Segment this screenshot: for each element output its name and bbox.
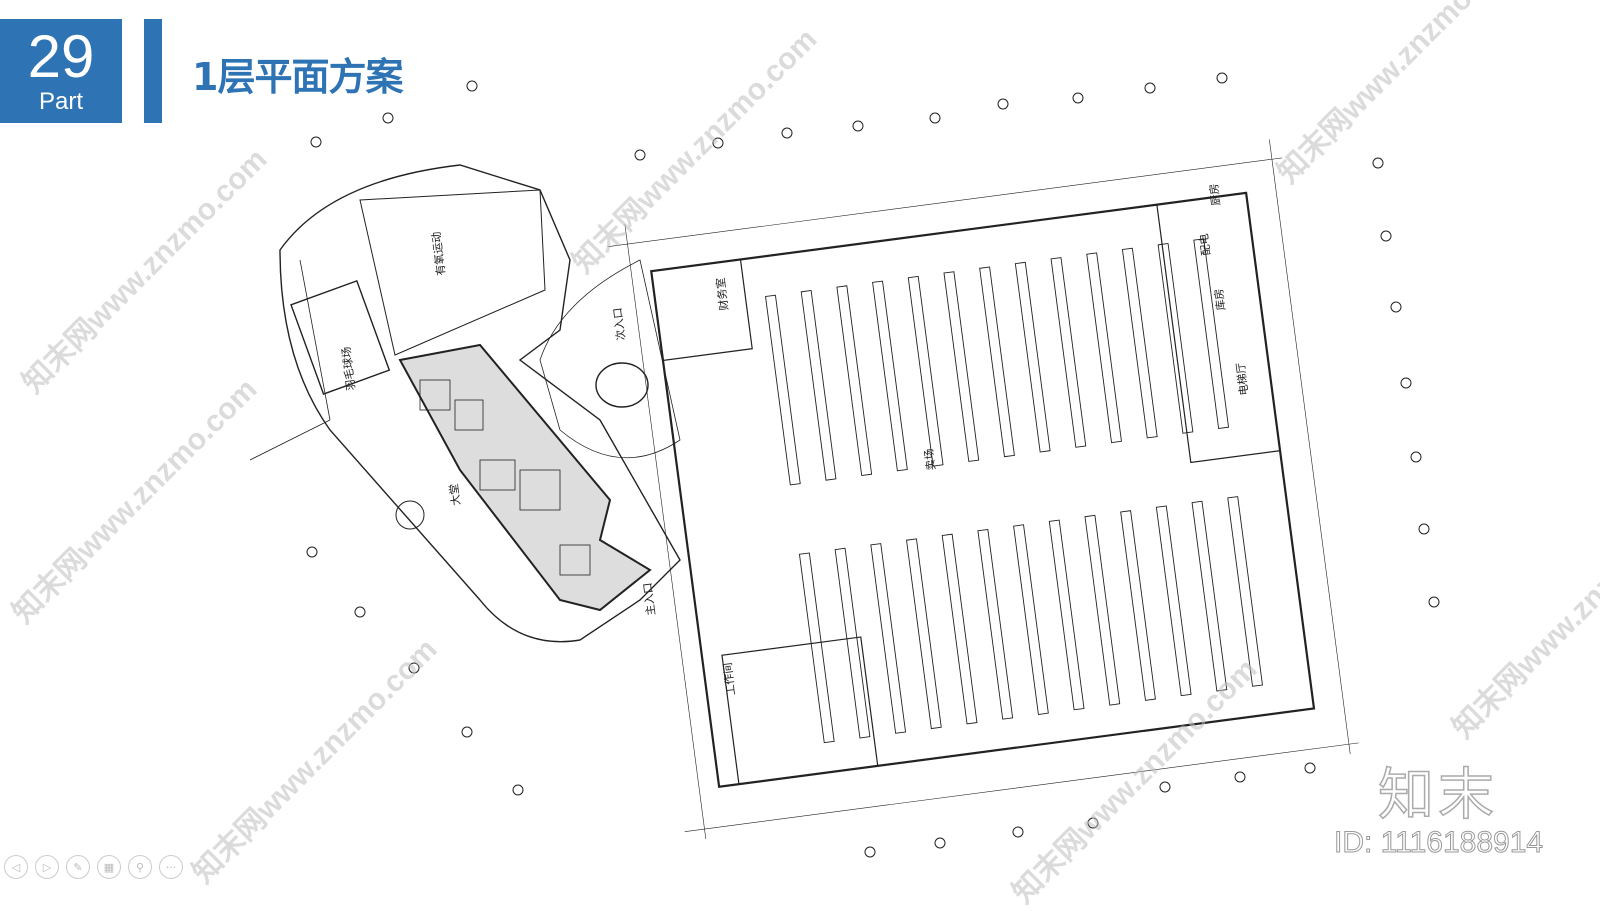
core [398,343,652,612]
grid-axis-bubble [382,112,394,124]
pen-tool-button[interactable]: ✎ [66,855,90,879]
shelf [1155,505,1192,697]
shelf [906,538,942,730]
shelf [1157,243,1194,434]
shelf [943,271,980,462]
slideshow-controls: ◁ ▷ ✎ ▦ ⚲ ··· [4,855,183,879]
shelf [1084,514,1121,706]
part-number: 29 [27,23,95,90]
fitness-wing-outline [279,164,681,643]
label-finance: 财务室 [713,277,731,311]
shelf [977,528,1014,720]
shelf [1048,519,1085,711]
grid-axis-bubble [1390,301,1402,313]
grid-axis-bubble [306,546,318,558]
shelf [800,290,837,481]
shelf [1014,261,1051,453]
shelf [979,266,1015,458]
previous-slide-button[interactable]: ◁ [4,855,28,879]
label-sales-floor: 卖场 [921,448,938,472]
shelf [765,294,801,486]
label-kitchen: 厨房 [1207,183,1223,206]
shelf [907,275,944,467]
shelf [836,285,873,476]
grid-axis-bubble [1418,523,1430,535]
grid-axis-bubble [466,80,478,92]
shelf [1193,238,1230,430]
part-label: Part [38,88,83,115]
grid-axis-bubble [461,726,473,738]
grid-axis-bubble [1400,377,1412,389]
grid-axis-bubble [1428,596,1440,608]
shelf [872,280,908,472]
grid-axis-bubble [1234,771,1246,783]
next-slide-button[interactable]: ▷ [35,855,59,879]
slide-title: 1层平面方案 [192,55,403,99]
shelf [870,543,907,734]
shelf [941,533,978,725]
grid-axis-bubble [1159,781,1171,793]
slide-overview-button[interactable]: ▦ [97,855,121,879]
grid-axis-bubble [354,606,366,618]
shelf [1121,247,1158,439]
shelf [1227,496,1263,687]
label-lobby: 大堂 [446,483,463,507]
shelf [1120,510,1156,701]
label-storage: 库房 [1212,288,1228,311]
grid-axis-bubble [1087,817,1099,829]
shelf [798,552,835,744]
title-accent-bar [144,19,162,123]
grid-axis-bubble [852,120,864,132]
part-badge: 29 Part [0,19,122,123]
shelf [834,547,871,739]
badminton-court [290,279,391,395]
label-side-entrance: 次入口 [610,307,628,341]
grid-axis-bubble [512,784,524,796]
grid-axis-bubble [1304,762,1316,774]
grid-axis-bubble [1072,92,1084,104]
grid-axis-bubble [1410,451,1422,463]
grid-axis-bubble [1216,72,1228,84]
grid-axis-bubble [864,846,876,858]
label-badminton: 羽毛球场 [339,346,358,391]
label-aerobics: 有氧运动 [429,231,448,276]
shelf [1013,524,1049,715]
label-power: 配电 [1197,233,1213,256]
grid-axis-bubble [1012,826,1024,838]
grid-axis-bubble [781,127,793,139]
grid-axis-bubble [310,136,322,148]
zoom-button[interactable]: ⚲ [128,855,152,879]
shelf [1086,252,1122,444]
grid-axis-bubble [997,98,1009,110]
grid-axis-bubble [712,137,724,149]
watermark-logo: 知末 [1377,762,1498,829]
grid-axis-bubble [929,112,941,124]
shelf [1050,257,1087,448]
grid-axis-bubble [1144,82,1156,94]
grid-axis-bubble [1380,230,1392,242]
grid-axis-bubble [1372,157,1384,169]
grid-axis-bubble [934,837,946,849]
label-workroom: 工作间 [721,662,738,696]
grid-axis-bubble [634,149,646,161]
watermark-id: ID: 1116188914 [1333,826,1544,860]
label-main-entrance: 主入口 [641,582,658,616]
grid-axis-bubble [408,662,420,674]
more-options-button[interactable]: ··· [159,855,183,879]
shelf [1191,500,1228,692]
label-elevator-hall: 电梯厅 [1234,362,1251,396]
